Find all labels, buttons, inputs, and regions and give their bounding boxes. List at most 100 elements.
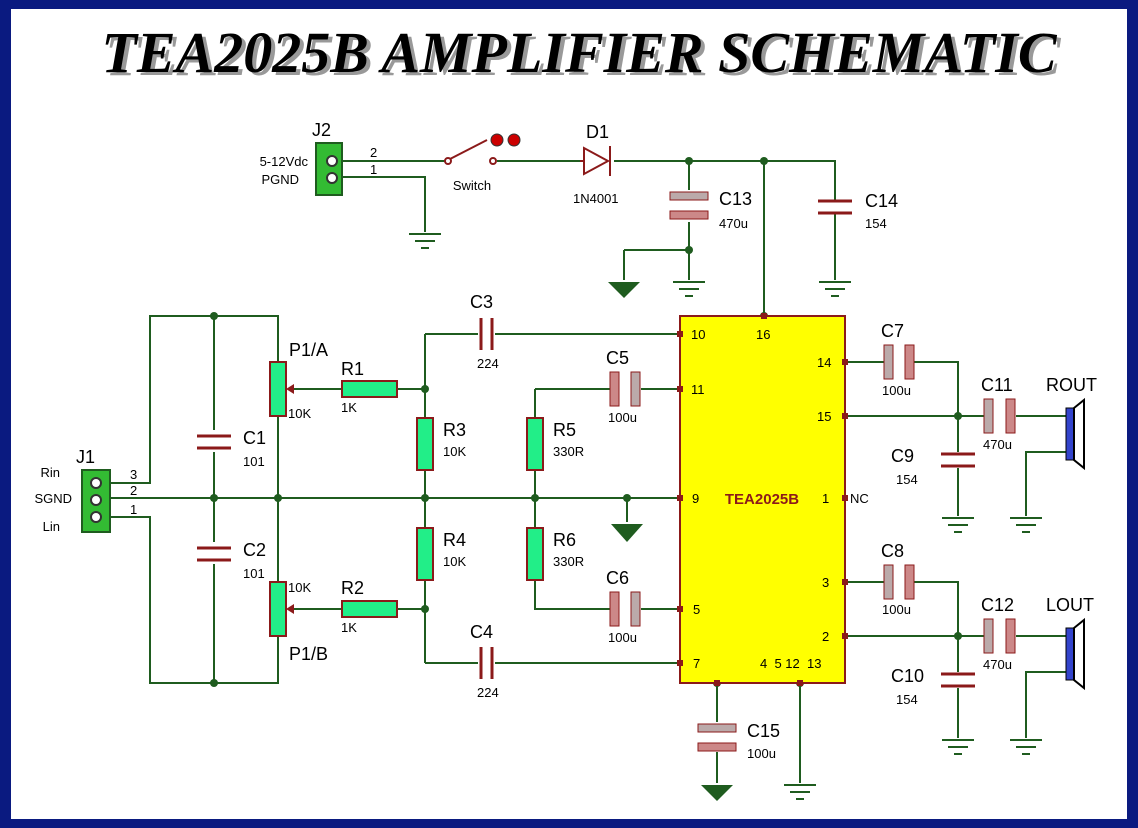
c3-value: 224 bbox=[477, 356, 499, 371]
c1-value: 101 bbox=[243, 454, 265, 469]
p1b-ref: P1/B bbox=[289, 644, 328, 664]
c9-ref: C9 bbox=[891, 446, 914, 466]
cap-c5 bbox=[609, 371, 641, 407]
junction bbox=[760, 157, 768, 165]
speaker-lout: LOUT bbox=[1046, 595, 1094, 691]
ic-pin-squares bbox=[677, 313, 848, 686]
pin-2: 2 bbox=[822, 629, 829, 644]
junction bbox=[210, 494, 218, 502]
pot-p1a: P1/A 10K bbox=[269, 340, 328, 421]
ground-icon bbox=[673, 281, 705, 297]
j1-pin1: 1 bbox=[130, 502, 137, 517]
j1-pin3: 3 bbox=[130, 467, 137, 482]
cap-c14: C14 154 bbox=[818, 191, 898, 231]
cap-c15: C15 100u bbox=[697, 721, 780, 761]
r5-value: 330R bbox=[553, 444, 584, 459]
signal-grounds bbox=[608, 282, 733, 801]
pin-5: 5 bbox=[693, 602, 700, 617]
cap-c11 bbox=[983, 398, 1016, 434]
r3-value: 10K bbox=[443, 444, 466, 459]
c9-value: 154 bbox=[896, 472, 918, 487]
signal-ground-icon bbox=[608, 282, 640, 298]
c15-value: 100u bbox=[747, 746, 776, 761]
r2-value: 1K bbox=[341, 620, 357, 635]
title-group: TEA2025B AMPLIFIER SCHEMATIC TEA2025B AM… bbox=[101, 20, 1061, 88]
junction bbox=[623, 494, 631, 502]
c10-value: 154 bbox=[896, 692, 918, 707]
ground-icon bbox=[1010, 517, 1042, 533]
r2-ref: R2 bbox=[341, 578, 364, 598]
c14-value: 154 bbox=[865, 216, 887, 231]
cap-c6 bbox=[609, 591, 641, 627]
d1-ref: D1 bbox=[586, 122, 609, 142]
pin-1: 1 bbox=[822, 491, 829, 506]
wire-rout-gnd bbox=[1025, 451, 1066, 516]
r6-ref: R6 bbox=[553, 530, 576, 550]
c6-value: 100u bbox=[608, 630, 637, 645]
cap-c13: C13 470u bbox=[669, 189, 752, 231]
r4-value: 10K bbox=[443, 554, 466, 569]
caps-c1-c2 bbox=[197, 434, 231, 562]
title-shadow: TEA2025B AMPLIFIER SCHEMATIC bbox=[105, 23, 1061, 88]
pin-15: 15 bbox=[817, 409, 831, 424]
junction bbox=[685, 157, 693, 165]
resistor-r3 bbox=[416, 417, 434, 471]
j2-power-label: 5-12Vdc bbox=[260, 154, 309, 169]
j1-lin: Lin bbox=[43, 519, 60, 534]
junction bbox=[685, 246, 693, 254]
wire-c6-left bbox=[534, 580, 610, 610]
caps-c3-c4 bbox=[479, 318, 494, 679]
signal-ground-icon bbox=[701, 785, 733, 801]
c12-ref: C12 bbox=[981, 595, 1014, 615]
junction bbox=[954, 632, 962, 640]
signal-ground-icon bbox=[611, 524, 643, 542]
ic-label: TEA2025B bbox=[725, 491, 799, 508]
wire-c8-out bbox=[914, 581, 959, 636]
wire-lin bbox=[110, 516, 279, 684]
pins-bottom: 4 5 12 13 bbox=[760, 656, 821, 671]
c15-ref: C15 bbox=[747, 721, 780, 741]
switch-label: Switch bbox=[453, 178, 491, 193]
j1-ref: J1 bbox=[76, 447, 95, 467]
ground-icon bbox=[784, 784, 816, 800]
junction bbox=[954, 412, 962, 420]
j1-sgnd: SGND bbox=[34, 491, 72, 506]
speaker-icon bbox=[1065, 627, 1075, 681]
ground-icon bbox=[409, 233, 441, 249]
c10-ref: C10 bbox=[891, 666, 924, 686]
pin-11: 11 bbox=[691, 382, 705, 397]
c5-value: 100u bbox=[608, 410, 637, 425]
c11-ref: C11 bbox=[981, 375, 1013, 395]
ground-symbols bbox=[409, 233, 1042, 800]
c6-ref: C6 bbox=[606, 568, 629, 588]
c13-value: 470u bbox=[719, 216, 748, 231]
speaker-icon bbox=[1065, 407, 1075, 461]
p1b-value: 10K bbox=[288, 580, 311, 595]
junction bbox=[210, 312, 218, 320]
switch-indicator-icon bbox=[490, 133, 504, 147]
resistor-r4 bbox=[416, 527, 434, 581]
ic-pin-numbers: 10 16 11 14 15 9 1 NC 3 5 2 7 4 5 12 13 bbox=[691, 327, 869, 671]
c4-value: 224 bbox=[477, 685, 499, 700]
c13-ref: C13 bbox=[719, 189, 752, 209]
pin-9: 9 bbox=[692, 491, 699, 506]
r1-ref: R1 bbox=[341, 359, 364, 379]
junction bbox=[421, 494, 429, 502]
ground-icon bbox=[819, 281, 851, 297]
c11-value: 470u bbox=[983, 437, 1012, 452]
c8-value: 100u bbox=[882, 602, 911, 617]
j2-pin2: 2 bbox=[370, 145, 377, 160]
c2-ref: C2 bbox=[243, 540, 266, 560]
j1-rin: Rin bbox=[40, 465, 60, 480]
pin-16: 16 bbox=[756, 327, 770, 342]
r6-value: 330R bbox=[553, 554, 584, 569]
pin-7: 7 bbox=[693, 656, 700, 671]
pin-10: 10 bbox=[691, 327, 705, 342]
pot-p1b: 10K P1/B bbox=[269, 580, 328, 664]
junction bbox=[531, 494, 539, 502]
switch-indicator-icon bbox=[507, 133, 521, 147]
resistor-r1 bbox=[341, 380, 398, 398]
r5-ref: R5 bbox=[553, 420, 576, 440]
lout-label: LOUT bbox=[1046, 595, 1094, 615]
connector-j1: J1 Rin SGND Lin 3 2 1 bbox=[34, 447, 137, 534]
